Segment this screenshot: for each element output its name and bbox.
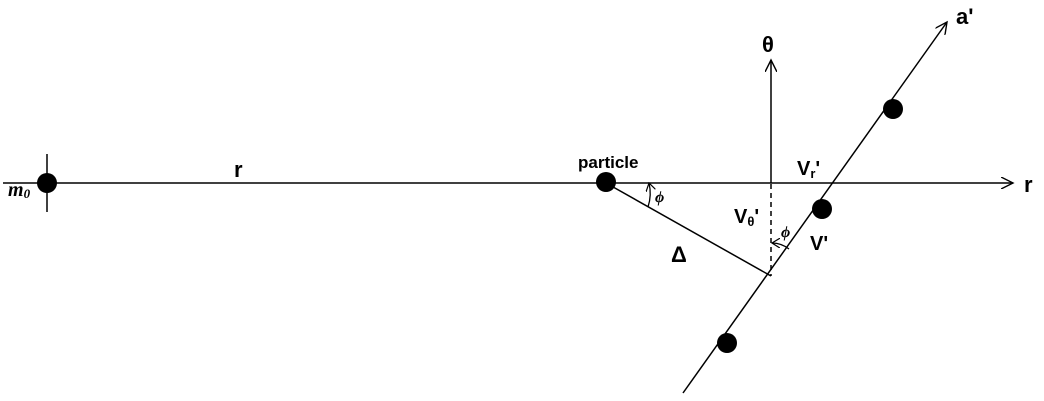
phi-label-bottom: ϕ xyxy=(781,224,790,241)
phi-arc-top xyxy=(648,183,650,208)
v-r-prime-label: Vr' xyxy=(797,158,820,181)
m0-label: m0 xyxy=(8,179,31,201)
a-prime-label: a' xyxy=(956,4,973,29)
a-line-dot-top xyxy=(883,99,903,119)
phi-label-top: ϕ xyxy=(655,189,664,206)
phi-arc-bottom xyxy=(772,243,790,250)
particle-dot xyxy=(596,172,616,192)
delta-segment xyxy=(605,182,772,277)
theta-axis-label: θ xyxy=(762,32,774,57)
r-segment-label: r xyxy=(234,157,243,182)
v-prime-label: V' xyxy=(810,233,828,255)
r-axis-label: r xyxy=(1024,172,1033,197)
delta-label: Δ xyxy=(671,242,687,267)
a-line-dot-bottom xyxy=(717,333,737,353)
a-line-dot-middle xyxy=(812,199,832,219)
v-theta-prime-label: Vθ' xyxy=(734,206,759,229)
m0-dot xyxy=(37,173,57,193)
particle-label: particle xyxy=(578,153,638,172)
